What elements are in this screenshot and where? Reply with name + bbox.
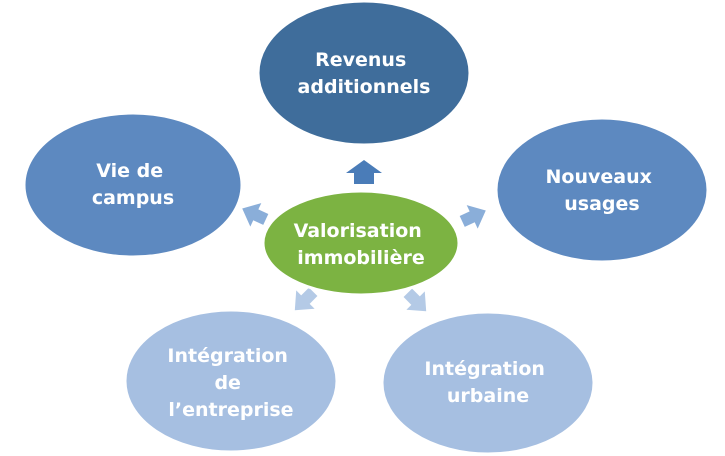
- node-nouveaux-usages-label-line-1: Nouveaux: [546, 166, 652, 188]
- svg-text:Vie de campus: Vie de campus: [92, 160, 174, 209]
- node-nouveaux-usages: Nouveaux usages: [494, 116, 710, 264]
- node-revenus-label-line-1: Revenus: [315, 49, 406, 71]
- node-vie-de-campus-label-line-2: campus: [92, 187, 174, 209]
- node-center-label-line-1: Valorisation: [294, 220, 422, 242]
- node-integration-entreprise: Intégration de l’entreprise: [123, 308, 339, 454]
- arrow-left-icon: [242, 203, 269, 227]
- node-vie-de-campus: Vie de campus: [22, 111, 244, 259]
- svg-text:Intégration de l’e: Intégration de l’entreprise: [167, 345, 294, 421]
- node-integration-urbaine-label-line-1: Intégration: [424, 358, 545, 380]
- node-vie-de-campus-shape: [22, 111, 244, 259]
- node-center-label-line-2: immobilière: [297, 247, 424, 269]
- node-vie-de-campus-label-line-1: Vie de: [96, 160, 163, 182]
- node-nouveaux-usages-label-line-2: usages: [564, 193, 639, 215]
- arrow-down-left-icon: [294, 287, 318, 311]
- node-integration-entreprise-label-line-1: Intégration: [167, 345, 288, 367]
- arrows-group: [242, 160, 486, 312]
- node-center-shape: [261, 189, 461, 297]
- node-valorisation-immobiliere: Valorisation immobilière: [261, 189, 461, 297]
- node-nouveaux-usages-shape: [494, 116, 710, 264]
- svg-text:Valorisation immobilière: Valorisation immobilière: [294, 220, 429, 269]
- arrow-up-icon: [346, 160, 382, 184]
- svg-text:Revenus additionnels: Revenus additionnels: [298, 49, 431, 98]
- node-integration-entreprise-label-line-3: l’entreprise: [168, 399, 293, 421]
- arrow-right-icon: [459, 205, 486, 229]
- node-revenus-shape: [256, 0, 472, 147]
- node-integration-urbaine-label-line-2: urbaine: [447, 385, 529, 407]
- node-revenus-label-line-2: additionnels: [298, 76, 431, 98]
- node-integration-urbaine: Intégration urbaine: [380, 310, 596, 456]
- arrow-down-right-icon: [403, 288, 427, 312]
- node-revenus-additionnels: Revenus additionnels: [256, 0, 472, 147]
- node-integration-entreprise-label-line-2: de: [214, 372, 241, 394]
- svg-text:Intégration urbaine: Intégration urbaine: [424, 358, 551, 407]
- svg-text:Nouveaux usages: Nouveaux usages: [546, 166, 659, 215]
- node-integration-entreprise-shape: [123, 308, 339, 454]
- node-integration-urbaine-shape: [380, 310, 596, 456]
